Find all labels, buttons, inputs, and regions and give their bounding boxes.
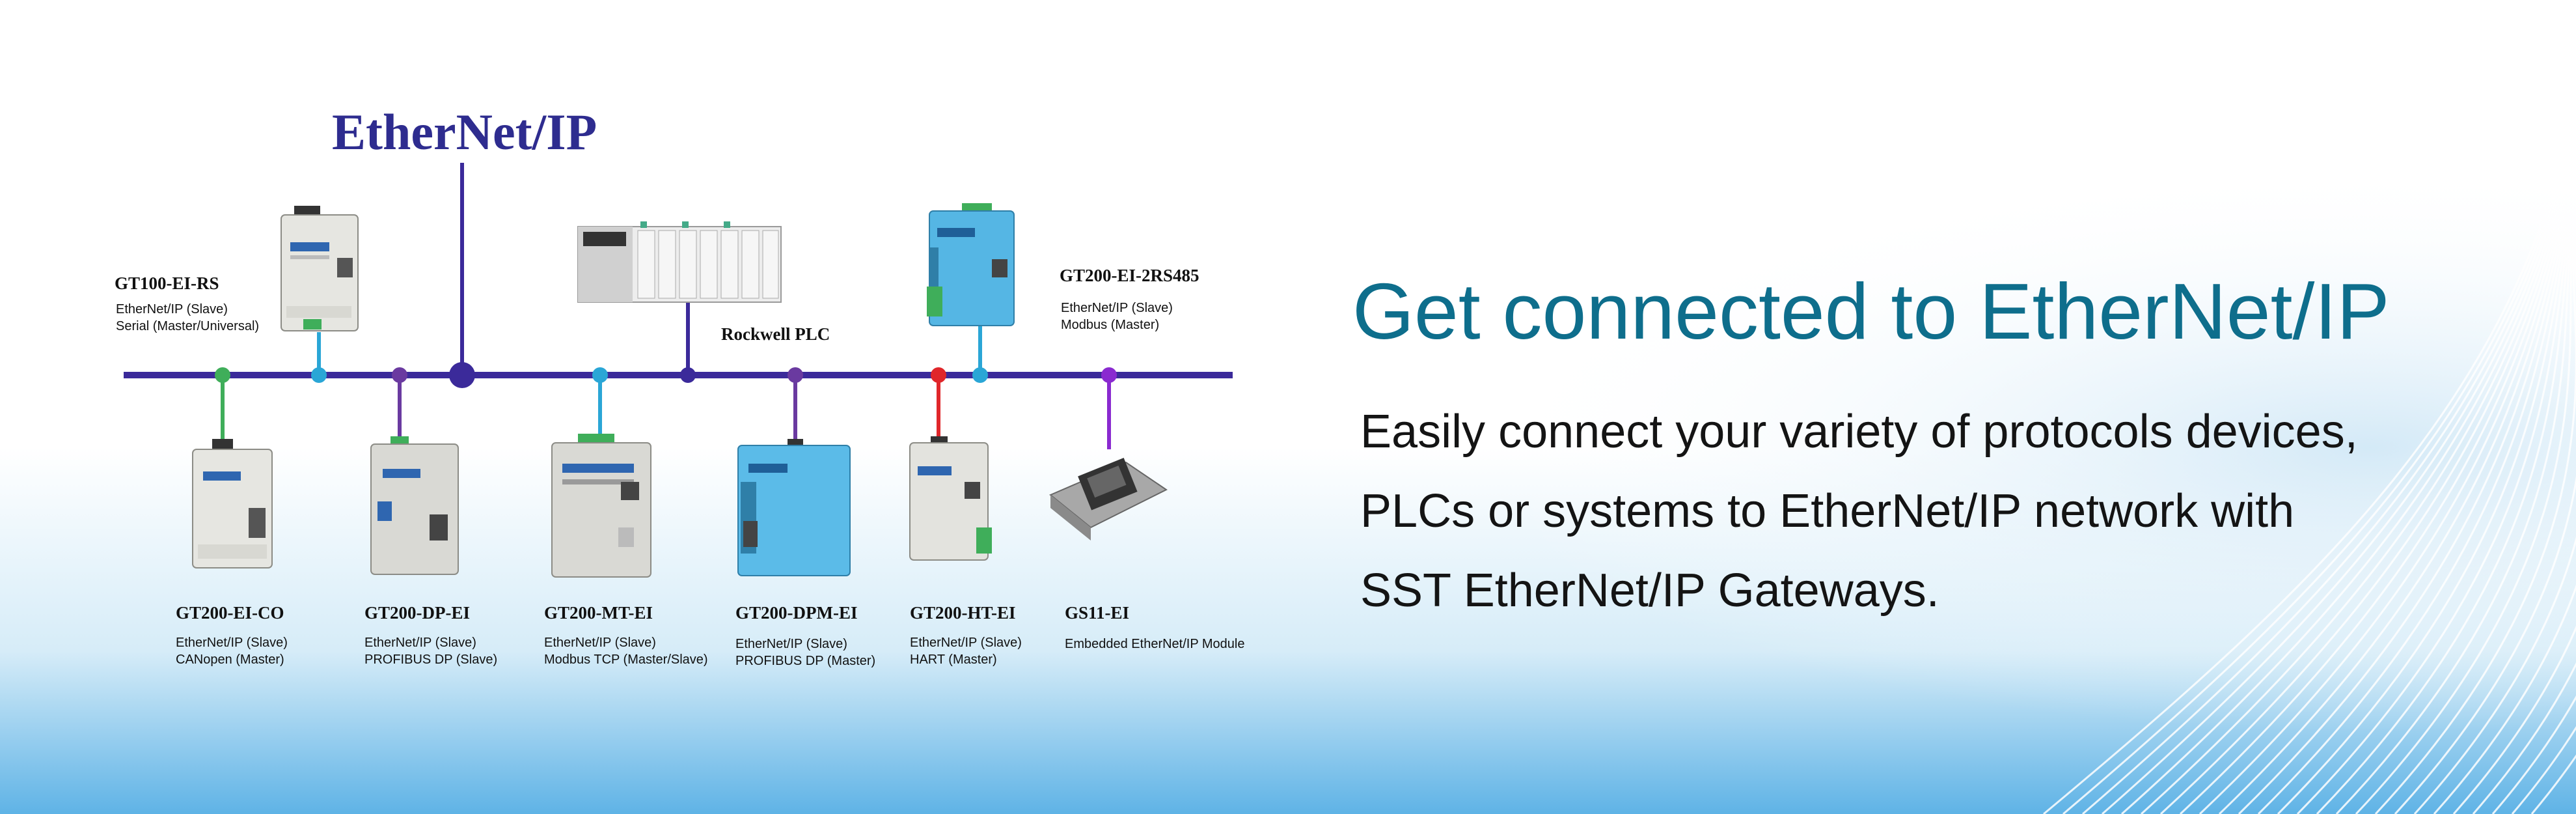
swoosh-line xyxy=(2296,188,2576,814)
ethernet-ip-title: EtherNet/IP xyxy=(332,104,597,160)
decorative-swoosh-lines xyxy=(2043,104,2576,814)
device-name-gt200-ei-2rs485: GT200-EI-2RS485 xyxy=(1060,266,1199,285)
swoosh-line xyxy=(2218,162,2576,814)
device-desc-gt200-dp-ei: EtherNet/IP (Slave)PROFIBUS DP (Slave) xyxy=(364,636,498,667)
device-name-gt200-ht-ei: GT200-HT-EI xyxy=(910,603,1016,623)
body-line: PLCs or systems to EtherNet/IP network w… xyxy=(1360,485,2295,537)
swoosh-line xyxy=(2082,117,2576,814)
gt100-drop-dot xyxy=(311,367,327,383)
swoosh-line xyxy=(2335,201,2576,814)
swoosh-line xyxy=(2062,110,2576,814)
swoosh-line xyxy=(2043,104,2576,814)
gs11-drop-dot xyxy=(1101,367,1117,383)
swoosh-line xyxy=(2277,182,2576,814)
swoosh-line xyxy=(2238,169,2576,814)
swoosh-line xyxy=(2394,221,2576,814)
swoosh-line xyxy=(2452,240,2576,814)
rockwell-plc-image xyxy=(577,221,782,303)
headline: Get connected to EtherNet/IP xyxy=(1352,267,2390,356)
main-junction-dot xyxy=(449,362,475,388)
swoosh-line xyxy=(2257,175,2576,814)
gs11-ei-module-image xyxy=(1049,458,1168,540)
plc-label: Rockwell PLC xyxy=(721,324,830,344)
gt100-ei-rs-device-image xyxy=(281,206,359,331)
device-desc-gt200-ei-2rs485: EtherNet/IP (Slave)Modbus (Master) xyxy=(1061,301,1173,332)
gt200-ht-ei-device-image xyxy=(909,436,992,561)
dp-drop-dot xyxy=(392,367,407,383)
co-drop-dot xyxy=(215,367,230,383)
gt200-ei-co-device-image xyxy=(192,439,273,568)
swoosh-line xyxy=(2374,214,2576,814)
device-desc-gt200-dpm-ei: EtherNet/IP (Slave)PROFIBUS DP (Master) xyxy=(735,637,876,668)
swoosh-line xyxy=(2121,130,2576,814)
ht-drop-dot xyxy=(931,367,946,383)
device-desc-gt200-mt-ei: EtherNet/IP (Slave)Modbus TCP (Master/Sl… xyxy=(544,636,708,667)
swoosh-line xyxy=(2472,247,2576,814)
mt-drop-dot xyxy=(592,367,608,383)
swoosh-line xyxy=(2355,208,2576,814)
device-name-gs11-ei: GS11-EI xyxy=(1065,603,1130,623)
body-copy: Easily connect your variety of protocols… xyxy=(1360,392,2358,630)
swoosh-line xyxy=(2413,227,2576,814)
gt200-mt-ei-device-image xyxy=(551,434,651,578)
plc-drop-dot xyxy=(680,367,696,383)
gt200-dp-ei-device-image xyxy=(370,436,459,575)
gt200-dpm-ei-device-image xyxy=(737,439,851,576)
device-desc-gt100-ei-rs: EtherNet/IP (Slave)Serial (Master/Univer… xyxy=(116,302,260,333)
swoosh-line xyxy=(2102,123,2576,814)
dpm-drop-dot xyxy=(788,367,803,383)
swoosh-line xyxy=(2199,156,2576,814)
device-name-gt100-ei-rs: GT100-EI-RS xyxy=(115,274,219,293)
body-line: SST EtherNet/IP Gateways. xyxy=(1360,565,1939,617)
gt200-ei-2rs485-device-image xyxy=(927,203,1015,326)
device-desc-gt200-ei-co: EtherNet/IP (Slave)CANopen (Master) xyxy=(176,636,288,667)
device-name-gt200-mt-ei: GT200-MT-EI xyxy=(544,603,653,623)
swoosh-line xyxy=(2179,149,2576,814)
swoosh-line xyxy=(2433,234,2576,814)
device-name-gt200-ei-co: GT200-EI-CO xyxy=(176,603,284,623)
gt200-2rs485-drop-dot xyxy=(972,367,988,383)
device-desc-gs11-ei: Embedded EtherNet/IP Module xyxy=(1065,637,1245,651)
device-name-gt200-dp-ei: GT200-DP-EI xyxy=(364,603,470,623)
device-name-gt200-dpm-ei: GT200-DPM-EI xyxy=(735,603,858,623)
device-desc-gt200-ht-ei: EtherNet/IP (Slave)HART (Master) xyxy=(910,636,1022,667)
swoosh-line xyxy=(2140,136,2576,814)
swoosh-line xyxy=(2159,143,2576,814)
body-line: Easily connect your variety of protocols… xyxy=(1360,406,2358,458)
swoosh-line xyxy=(2316,195,2576,814)
